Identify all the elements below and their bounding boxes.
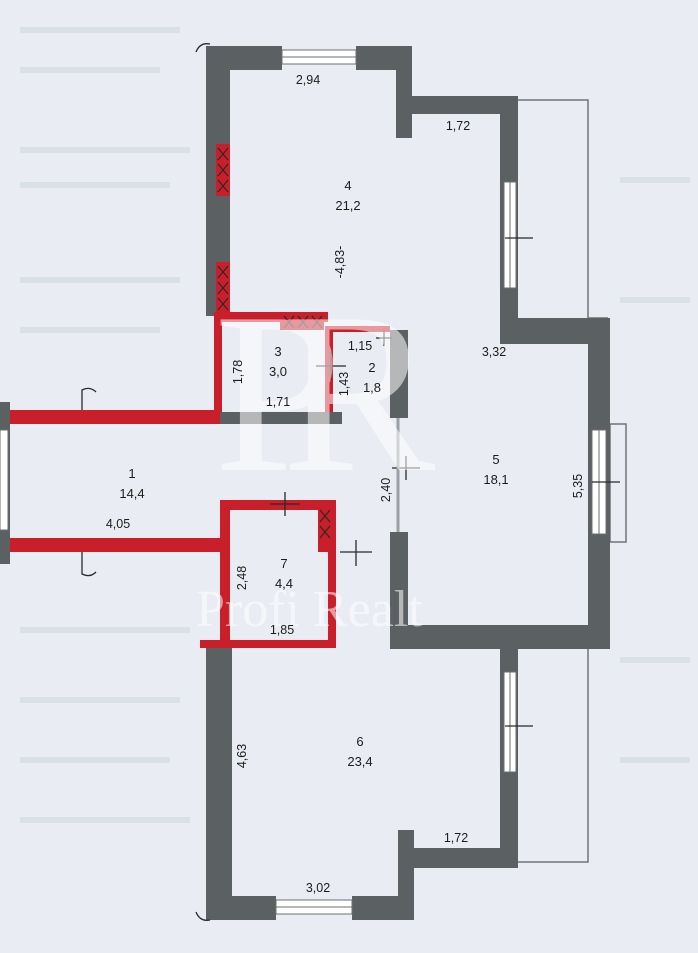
room-3-number: 3 [274,344,281,359]
balcony-right [609,423,627,543]
room-3-area: 3,0 [269,364,287,379]
watermark: PR Profi Realt [196,265,496,638]
dim-room2-height: 1,43 [337,372,351,396]
dim-room7-height: 2,48 [235,566,249,590]
partition-walls [10,312,390,648]
dim-room3-height: 1,78 [231,360,245,384]
dim-room5-door: 2,40 [379,478,393,502]
dim-room4-length: -4,83- [333,246,347,279]
room-1-area: 14,4 [119,486,144,501]
room-5-number: 5 [492,452,499,467]
balcony-top [518,99,608,319]
paper-texture [20,27,690,823]
room-labels: 4 21,2 3 3,0 2 1,8 1 14,4 5 18,1 7 4,4 6… [119,178,508,769]
dim-room4-top-window: 2,94 [296,73,320,87]
room-1-number: 1 [128,466,135,481]
dim-room6-bay: 1,72 [444,831,468,845]
room-2-number: 2 [368,360,375,375]
room-4-number: 4 [344,178,351,193]
room-5-area: 18,1 [483,472,508,487]
dimension-labels: 2,94 1,72 -4,83- 3,32 5,35 2,40 1,78 1,7… [106,73,585,895]
dim-room5-length: 5,35 [571,474,585,498]
dim-room3-width: 1,71 [266,395,290,409]
dim-room6-bottom-window: 3,02 [306,881,330,895]
room-2-area: 1,8 [363,380,381,395]
watermark-text: Profi Realt [196,581,423,638]
door-markers [81,43,620,921]
dim-room5-width: 3,32 [482,345,506,359]
dim-room4-bay: 1,72 [446,119,470,133]
room-6-area: 23,4 [347,754,372,769]
room-7-number: 7 [280,556,287,571]
vent-shafts [216,144,332,552]
dim-room6-length: 4,63 [235,744,249,768]
dim-room2-width: 1,15 [348,339,372,353]
room-6-number: 6 [356,734,363,749]
dim-room1-width: 4,05 [106,517,130,531]
room-7-area: 4,4 [275,576,293,591]
dim-room7-width: 1,85 [270,623,294,637]
room-4-area: 21,2 [335,198,360,213]
balcony-bottom [518,647,608,863]
